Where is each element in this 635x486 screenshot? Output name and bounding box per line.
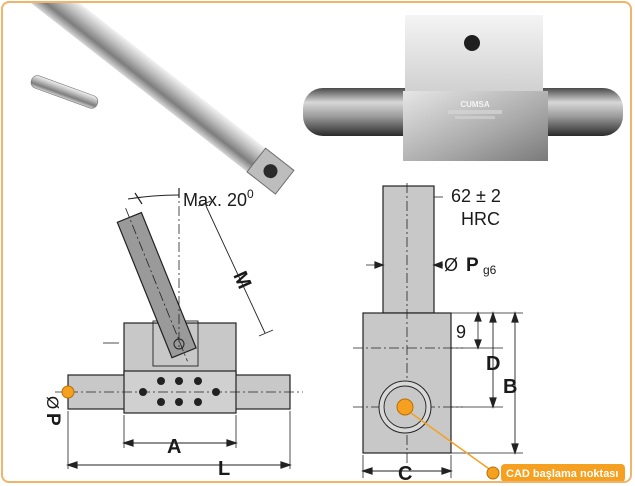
dim-m-label: M xyxy=(228,268,255,292)
diameter-symbol-front: Ø xyxy=(444,255,458,275)
tilted-lever xyxy=(116,208,197,362)
side-view-drawing xyxy=(55,188,303,469)
photo-block-assembly: CUMSA xyxy=(303,15,623,161)
diameter-symbol-side: Ø xyxy=(43,396,62,409)
cad-leader-line xyxy=(410,412,493,472)
tolerance-label: g6 xyxy=(483,263,497,277)
rod-photo xyxy=(6,3,295,195)
dim-l-label: L xyxy=(218,458,230,480)
pin-photo xyxy=(30,75,99,109)
dim-p-front-label: P xyxy=(466,255,479,276)
cad-note-marker xyxy=(486,466,500,480)
cad-point-front xyxy=(396,398,414,416)
dim-9-label: 9 xyxy=(456,322,466,342)
block-photo xyxy=(403,91,548,161)
dim-p-side-label: P xyxy=(42,413,63,426)
rod-front xyxy=(382,185,435,314)
cad-note-box xyxy=(501,464,625,481)
hardness-value: 62 ± 2 xyxy=(451,186,501,206)
dim-c-label: C xyxy=(398,463,412,483)
cad-note-text: CAD başlama noktası xyxy=(506,468,618,480)
dim-b-label: B xyxy=(503,376,517,398)
hardness-unit: HRC xyxy=(461,209,500,229)
cad-point-side xyxy=(61,385,75,399)
dim-a-label: A xyxy=(167,436,181,458)
photo-rod-and-pin xyxy=(6,3,295,195)
brand-engraving: CUMSA xyxy=(460,100,490,109)
dim-d-label: D xyxy=(486,353,500,375)
rod-hole xyxy=(263,164,278,179)
angle-label: Max. 200 xyxy=(183,187,254,210)
technical-drawing: CUMSA xyxy=(6,3,625,483)
hole-dots xyxy=(139,377,220,406)
block-hole xyxy=(464,35,480,51)
